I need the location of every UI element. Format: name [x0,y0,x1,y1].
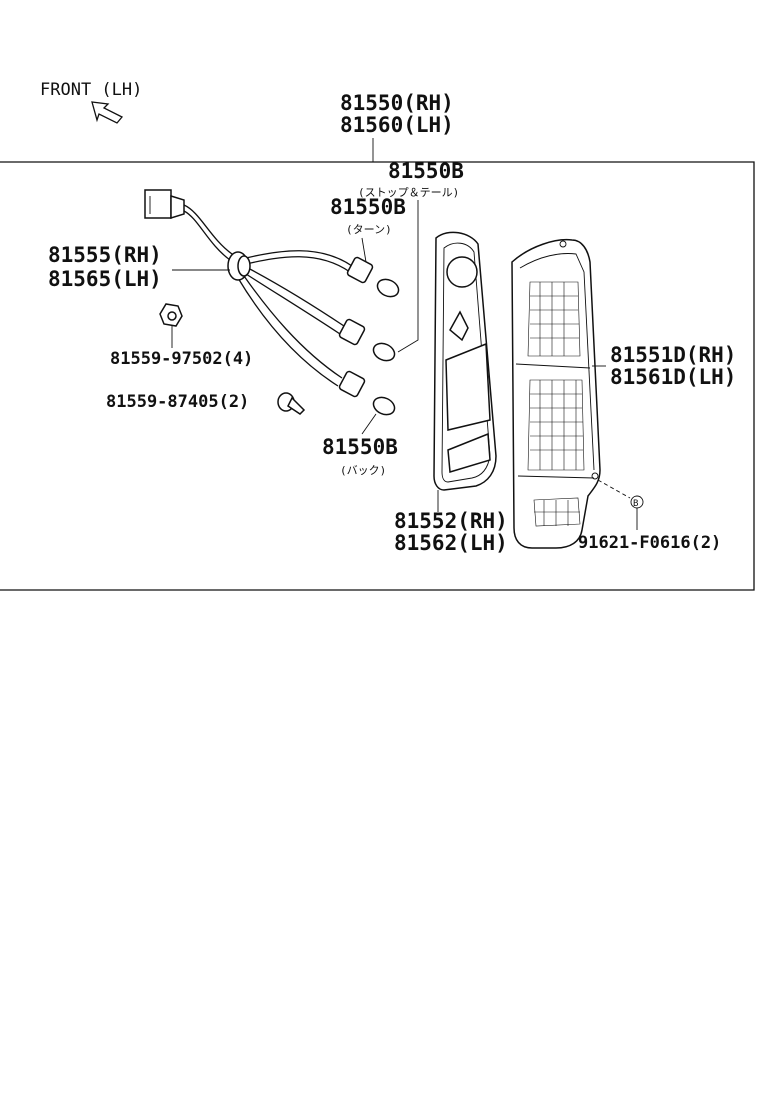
gasket-rh-label: 81552(RH) [394,509,508,533]
assembly-rh-label: 81550(RH) [340,91,454,115]
bolt-marker-icon: B [630,495,644,509]
turn-leader [361,237,367,263]
bulb-back-label: 81550B [322,435,398,459]
grommet-icon [227,251,251,281]
lens-lh-label: 81561D(LH) [610,365,736,389]
turn-bulb-icon [346,256,400,298]
stop-tail-bulb-icon [338,318,396,362]
connector-icon [144,189,185,220]
svg-text:B: B [633,499,638,509]
gasket-lh-label: 81562(LH) [394,531,508,555]
bulb-turn-label: 81550B [330,195,406,219]
bulb-stop-tail-label: 81550B [388,159,464,183]
socket-lh-label: 81565(LH) [48,267,162,291]
diagram-frame [0,161,755,591]
screw-icon [277,392,306,415]
gasket-icon [433,231,497,491]
bulb-turn-note: (ターン) [346,223,392,236]
assembly-lh-label: 81560(LH) [340,113,454,137]
bolt-label: 91621-F0616(2) [578,533,721,553]
lens-rh-label: 81551D(RH) [610,343,736,367]
wire-harness [183,204,353,387]
back-leader [361,413,377,435]
orientation-label: FRONT (LH) [40,80,142,100]
screw-label: 81559-87405(2) [106,392,249,412]
lens-icon [511,238,601,549]
bulb-stop-tail-note: (ストップ＆テール) [358,186,459,199]
stop-tail-leader [397,200,419,353]
clip-icon [159,303,183,327]
back-bulb-icon [338,370,396,416]
bolt-dashed-line [597,479,631,499]
bulb-back-note: (バック) [340,464,386,477]
front-arrow-icon [91,101,124,124]
socket-rh-label: 81555(RH) [48,243,162,267]
clip-label: 81559-97502(4) [110,349,253,369]
